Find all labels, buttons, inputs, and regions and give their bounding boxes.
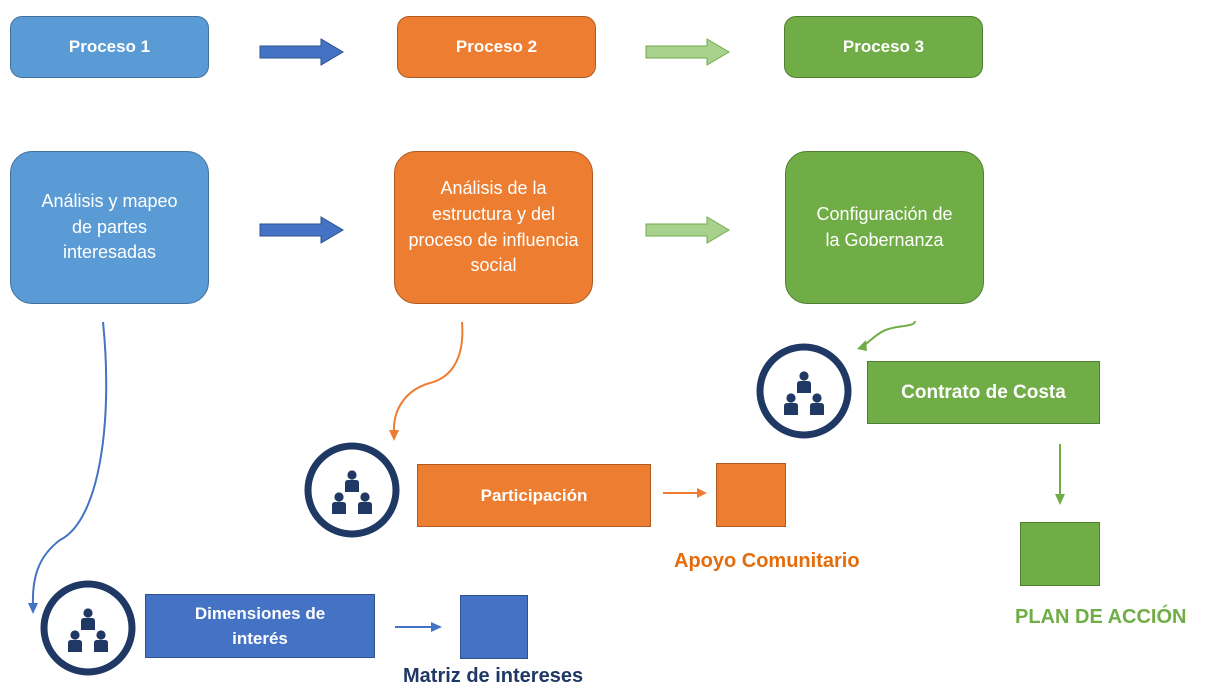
stakeholder-group-icon bbox=[308, 446, 396, 534]
process-3-header: Proceso 3 bbox=[784, 16, 983, 78]
participacion-label: Participación bbox=[480, 485, 588, 505]
arrow-row1-blue bbox=[259, 38, 344, 66]
process-3-step: Configuración de la Gobernanza bbox=[785, 151, 984, 304]
arrow-row1-green bbox=[645, 38, 730, 66]
apoyo-comunitario-label: Apoyo Comunitario bbox=[674, 550, 860, 572]
matriz-de-intereses-label: Matriz de intereses bbox=[403, 665, 584, 687]
connector-blue bbox=[31, 321, 108, 606]
process-2-header-label: Proceso 2 bbox=[455, 37, 538, 57]
process-3-step-label: Configuración de la Gobernanza bbox=[816, 203, 953, 250]
arrow-row2-blue bbox=[259, 216, 344, 244]
process-1-step-label: Análisis y mapeo de partes interesadas bbox=[41, 191, 178, 263]
participacion-box: Participación bbox=[417, 464, 651, 527]
process-2-step-label: Análisis de la estructura y del proceso … bbox=[408, 178, 579, 276]
plan-de-accion-box bbox=[1020, 522, 1100, 586]
plan-de-accion-label: PLAN DE ACCIÓN bbox=[1015, 606, 1187, 628]
contrato-de-costa-label: Contrato de Costa bbox=[901, 381, 1066, 403]
connector-green bbox=[862, 320, 916, 347]
stakeholder-group-icon bbox=[44, 584, 132, 672]
apoyo-comunitario-box bbox=[716, 463, 786, 527]
process-2-step: Análisis de la estructura y del proceso … bbox=[394, 151, 593, 304]
connector-orange bbox=[392, 321, 464, 433]
dimensiones-box: Dimensiones de interés bbox=[145, 594, 375, 658]
process-1-header: Proceso 1 bbox=[10, 16, 209, 78]
contrato-de-costa-box: Contrato de Costa bbox=[867, 361, 1100, 424]
stakeholder-group-icon bbox=[760, 347, 848, 435]
process-3-header-label: Proceso 3 bbox=[842, 37, 925, 57]
process-1-header-label: Proceso 1 bbox=[68, 37, 151, 57]
matriz-box bbox=[460, 595, 528, 659]
process-2-header: Proceso 2 bbox=[397, 16, 596, 78]
dimensiones-label: Dimensiones de interés bbox=[194, 603, 326, 649]
arrow-row2-green bbox=[645, 216, 730, 244]
process-1-step: Análisis y mapeo de partes interesadas bbox=[10, 151, 209, 304]
